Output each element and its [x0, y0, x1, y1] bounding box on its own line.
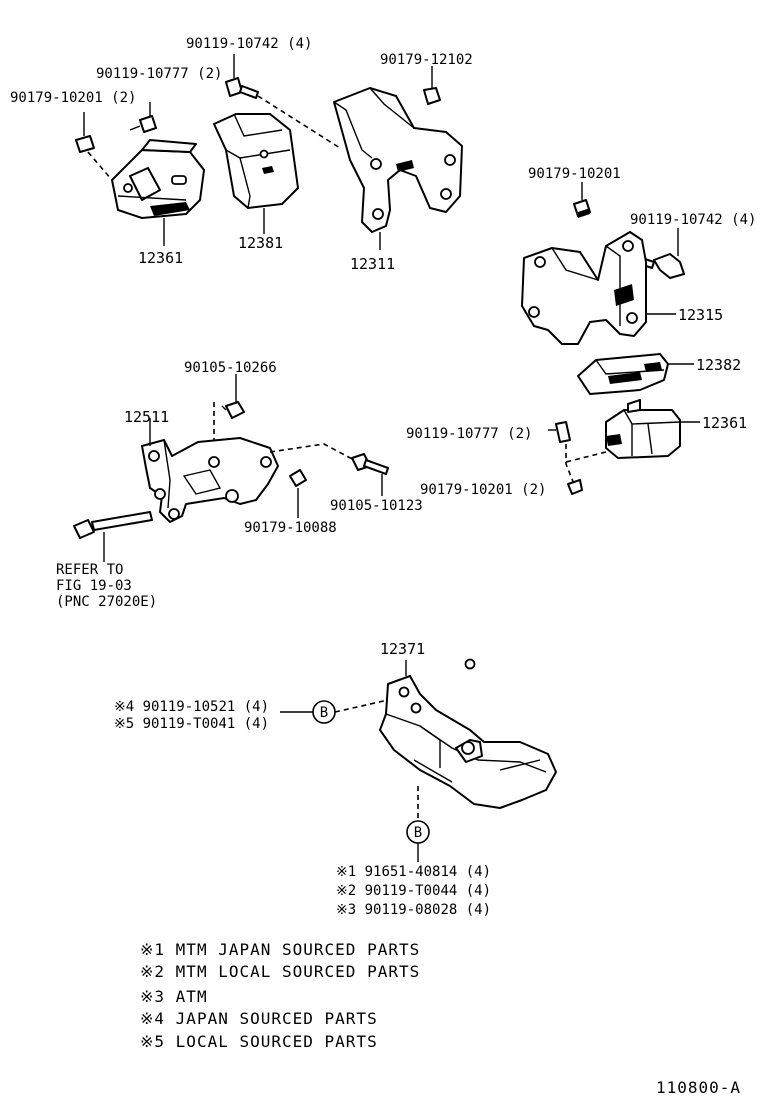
label-refer-line1: REFER TO [56, 562, 123, 578]
leader-bolt-10123-dash [269, 443, 359, 463]
label-12382: 12382 [696, 356, 741, 374]
mount-pad-12381 [213, 113, 299, 209]
leader-nut-to-mount [87, 151, 113, 181]
engine-mount-bracket-12511 [141, 437, 279, 523]
label-note5-part: ※5 90119-T0041 (4) [114, 716, 269, 732]
label-refer-line2: FIG 19-03 [56, 578, 132, 594]
callout-b-lower-label: B [414, 825, 422, 841]
label-90179-10201-right-lower: 90179-10201 (2) [420, 482, 546, 498]
label-12511: 12511 [124, 408, 169, 426]
callout-b-upper-label: B [320, 705, 328, 721]
label-90119-10777-right: 90119-10777 (2) [406, 426, 532, 442]
label-90179-12102: 90179-12102 [380, 52, 473, 68]
bolt-90105-10123 [351, 453, 389, 475]
engine-mount-insulator-12361-left [111, 139, 205, 219]
note-3: ※3 ATM [140, 987, 208, 1006]
label-90119-10777-left: 90119-10777 (2) [96, 66, 222, 82]
nut-90179-10201-left [75, 135, 95, 153]
label-90105-10266: 90105-10266 [184, 360, 277, 376]
label-note4-part: ※4 90119-10521 (4) [114, 699, 269, 715]
bolt-90119-10742-top [225, 77, 259, 99]
label-12361-right: 12361 [702, 414, 747, 432]
nut-90179-12102 [423, 87, 441, 105]
bolt-90119-10777-right [548, 421, 571, 443]
label-note3-part: ※3 90119-08028 (4) [336, 902, 491, 918]
label-90179-10088: 90179-10088 [244, 520, 337, 536]
label-note2-part: ※2 90119-T0044 (4) [336, 883, 491, 899]
leader-bolt-to-bracket [257, 95, 341, 149]
nut-90179-10201-right [573, 199, 591, 218]
label-12381: 12381 [238, 234, 283, 252]
leader-b-upper-dash [334, 699, 389, 713]
nut-90179-10201-right-lower [567, 479, 583, 495]
label-90119-10742-right: 90119-10742 (4) [630, 212, 756, 228]
engine-mount-bracket-12315 [521, 231, 647, 345]
long-bolt-refer [73, 511, 153, 539]
label-12361-left: 12361 [138, 249, 183, 267]
engine-mount-bracket-12311 [333, 87, 463, 233]
label-90119-10742-top: 90119-10742 (4) [186, 36, 312, 52]
bolt-90119-10777-left [129, 115, 157, 133]
label-12315: 12315 [678, 306, 723, 324]
note-4: ※4 JAPAN SOURCED PARTS [140, 1009, 378, 1028]
label-90179-10201-right: 90179-10201 [528, 166, 621, 182]
engine-mount-insulator-12361-right [605, 399, 681, 459]
leader-bolt-right-dash [565, 444, 575, 485]
mount-pad-12382 [577, 353, 669, 395]
label-12371: 12371 [380, 640, 425, 658]
label-note1-part: ※1 91651-40814 (4) [336, 864, 491, 880]
label-90179-10201-left: 90179-10201 (2) [10, 90, 136, 106]
label-12311: 12311 [350, 255, 395, 273]
note-2: ※2 MTM LOCAL SOURCED PARTS [140, 962, 420, 981]
nut-90179-10088 [289, 469, 307, 487]
label-refer-line3: (PNC 27020E) [56, 594, 157, 610]
note-1: ※1 MTM JAPAN SOURCED PARTS [140, 940, 420, 959]
bolt-90105-10266 [221, 401, 245, 419]
leader-mount-right-dash [565, 451, 607, 463]
label-90105-10123: 90105-10123 [330, 498, 423, 514]
figure-code: 110800-A [656, 1078, 741, 1097]
rear-mount-crossmember-12371 [379, 658, 557, 809]
note-5: ※5 LOCAL SOURCED PARTS [140, 1032, 378, 1051]
